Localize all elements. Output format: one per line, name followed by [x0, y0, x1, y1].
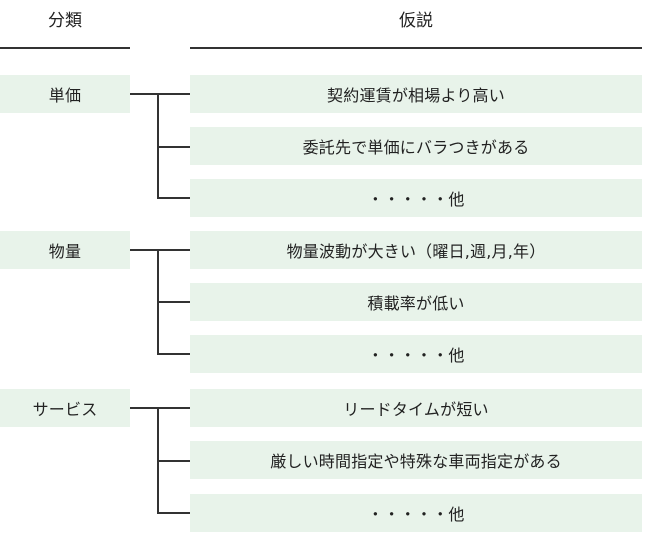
connector-h-main-3 [130, 407, 190, 409]
header-category: 分類 [48, 11, 82, 31]
connector-h-1-2 [157, 146, 190, 148]
header-hypothesis: 仮説 [399, 11, 433, 31]
connector-h-1-3 [157, 197, 190, 199]
hypothesis-box: 厳しい時間指定や特殊な車両指定がある [190, 441, 642, 479]
hypothesis-box: ・・・・・他 [190, 335, 642, 373]
connector-h-3-2 [157, 460, 190, 462]
header-category-rule [0, 47, 130, 49]
connector-v-1 [157, 93, 159, 198]
hypothesis-box: 契約運賃が相場より高い [190, 75, 642, 113]
connector-h-2-3 [157, 353, 190, 355]
connector-h-3-3 [157, 512, 190, 514]
category-box-unit-price: 単価 [0, 75, 130, 113]
hypothesis-box: ・・・・・他 [190, 179, 642, 217]
hypothesis-box: 積載率が低い [190, 283, 642, 321]
connector-h-main-1 [130, 93, 190, 95]
hypothesis-box: 委託先で単価にバラつきがある [190, 127, 642, 165]
hypothesis-box: ・・・・・他 [190, 494, 642, 532]
connector-h-2-2 [157, 301, 190, 303]
header-hypothesis-rule [190, 47, 642, 49]
hypothesis-box: 物量波動が大きい（曜日,週,月,年） [190, 231, 642, 269]
connector-h-main-2 [130, 249, 190, 251]
hypothesis-box: リードタイムが短い [190, 389, 642, 427]
category-box-volume: 物量 [0, 231, 130, 269]
category-box-service: サービス [0, 389, 130, 427]
